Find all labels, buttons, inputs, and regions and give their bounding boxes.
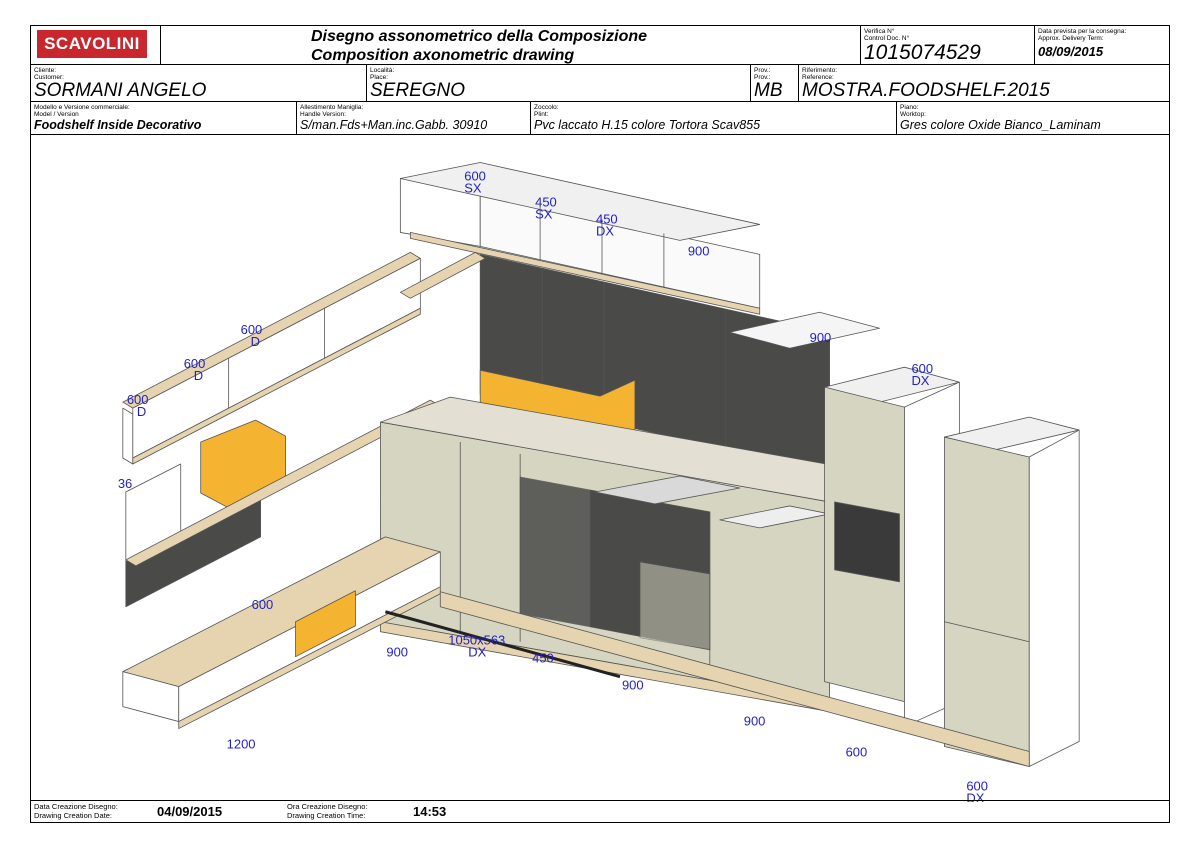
prov-value: MB [754, 80, 783, 101]
brand-text: SCAVOLINI [44, 34, 140, 53]
model-cell: Modello e Versione commerciale: Model / … [31, 102, 297, 134]
kitchen-axonometric-drawing: 600 SX 450 SX 450 DX 900 900 600 DX 600 … [118, 162, 1080, 802]
dim-shelf-600c: 600 [127, 392, 149, 407]
worktop-cell: Piano: Worktop: Gres colore Oxide Bianco… [897, 102, 1171, 134]
dim-column-600b: 600 [966, 778, 988, 793]
dim-base-600: 600 [846, 745, 868, 760]
delivery-date: 08/09/2015 [1038, 44, 1104, 59]
reference-label-it: Riferimento: [802, 67, 838, 74]
dimension-labels: 600 SX 450 SX 450 DX 900 900 600 DX 600 … [118, 169, 988, 802]
dim-shelf-600b-side: D [194, 368, 203, 383]
reference-label-en: Reference: [802, 74, 834, 81]
dim-top-box-900: 900 [810, 330, 832, 345]
time-label-it: Ora Creazione Disegno: [287, 802, 368, 811]
plinth-cell: Zoccolo: Plint: Pvc laccato H.15 colore … [531, 102, 897, 134]
customer-cell: Cliente: Customer: SORMANI ANGELO [31, 65, 367, 101]
upper-wall-cabinets [399, 162, 761, 315]
plinth-label-it: Zoccolo: [534, 104, 559, 111]
brand-logo: SCAVOLINI [37, 30, 147, 58]
dim-shelf-600a: 600 [241, 322, 263, 337]
top-box [729, 311, 880, 349]
footer-row: Data Creazione Disegno: Drawing Creation… [31, 800, 1169, 822]
dim-shelf-600a-side: D [251, 334, 260, 349]
worktop-value: Gres colore Oxide Bianco_Laminam [900, 118, 1101, 132]
plinth-value: Pvc laccato H.15 colore Tortora Scav855 [534, 118, 761, 132]
dim-shelf-600c-side: D [137, 404, 146, 419]
drawing-sheet: SCAVOLINI Disegno assonometrico della Co… [30, 25, 1170, 823]
tall-columns [824, 366, 1080, 767]
handle-value: S/man.Fds+Man.inc.Gabb. 30910 [300, 118, 488, 132]
customer-label-it: Cliente: [34, 67, 57, 74]
customer-label-en: Customer: [34, 74, 64, 81]
dim-base-900a: 900 [622, 678, 644, 693]
control-label-en: Control Doc. N° [864, 35, 910, 42]
floor-bar [384, 610, 621, 679]
prov-cell: Prov.: Prov.: MB [751, 65, 799, 101]
dim-base-900b: 900 [744, 714, 766, 729]
delivery-label-en: Approx. Delivery Term: [1038, 35, 1104, 42]
place-cell: Località: Place: SEREGNO [367, 65, 751, 101]
title-cell: Disegno assonometrico della Composizione… [161, 26, 861, 64]
creation-time: 14:53 [413, 804, 447, 819]
control-label-it: Verifica N° [864, 28, 895, 35]
dim-upper-450b: 450 [596, 211, 618, 226]
brand-cell: SCAVOLINI [31, 26, 161, 64]
dim-column-600b-side: DX [966, 790, 984, 802]
plinth [439, 591, 1030, 767]
worktop-label-it: Piano: [900, 104, 919, 111]
delivery-cell: Data prevista per la consegna: Approx. D… [1035, 26, 1171, 64]
dim-upper-600: 600 [464, 169, 486, 184]
dim-hood-side: DX [468, 645, 486, 660]
handle-label-it: Allestimento Maniglia: [300, 104, 364, 111]
place-label-it: Località: [370, 67, 395, 74]
prov-label-it: Prov.: [754, 67, 771, 74]
dim-bench-600: 600 [252, 597, 274, 612]
customer-row: Cliente: Customer: SORMANI ANGELO Locali… [31, 65, 1169, 102]
control-cell: Verifica N° Control Doc. N° 1015074529 [861, 26, 1035, 64]
dim-upper-600-side: SX [464, 180, 482, 195]
date-label-en: Drawing Creation Date: [34, 811, 112, 820]
model-label-en: Model / Version [34, 111, 79, 118]
dim-floor-900: 900 [386, 645, 408, 660]
reference-cell: Riferimento: Reference: MOSTRA.FOODSHELF… [799, 65, 1171, 101]
place-label-en: Place: [370, 74, 389, 81]
dim-upper-450b-side: DX [596, 223, 614, 238]
time-label-en: Drawing Creation Time: [287, 811, 366, 820]
dim-upper-450a-side: SX [535, 206, 553, 221]
dim-upper-900: 900 [688, 243, 710, 258]
handle-cell: Allestimento Maniglia: Handle Version: S… [297, 102, 531, 134]
dim-hood-1050x563: 1050x563 [448, 633, 505, 648]
handle-label-en: Handle Version: [300, 111, 346, 118]
dim-base-450: 450 [532, 651, 554, 666]
delivery-label-it: Data prevista per la consegna: [1038, 28, 1127, 35]
dim-column-600: 600 [911, 361, 933, 376]
dim-upper-450a: 450 [535, 194, 557, 209]
dim-shelf-600b: 600 [184, 356, 206, 371]
customer-name: SORMANI ANGELO [34, 80, 207, 101]
dim-shelf-36: 36 [118, 476, 132, 491]
control-number: 1015074529 [864, 41, 981, 64]
bottom-wooden-bench [122, 536, 441, 729]
specs-row: Modello e Versione commerciale: Model / … [31, 102, 1169, 135]
prov-label-en: Prov.: [754, 74, 771, 81]
date-label-it: Data Creazione Disegno: [34, 802, 118, 811]
plinth-label-en: Plint: [534, 111, 549, 118]
left-shelf-system [122, 251, 486, 608]
reference-value: MOSTRA.FOODSHELF.2015 [802, 80, 1050, 101]
base-cabinets [379, 396, 900, 712]
title-italian: Disegno assonometrico della Composizione [311, 28, 648, 45]
model-value: Foodshelf Inside Decorativo [34, 118, 202, 132]
dim-bench-1200: 1200 [227, 737, 256, 752]
worktop-label-en: Worktop: [900, 111, 926, 118]
place-value: SEREGNO [370, 80, 466, 101]
title-english: Composition axonometric drawing [311, 47, 575, 64]
creation-date: 04/09/2015 [157, 804, 223, 819]
dim-column-600-side: DX [911, 373, 929, 388]
model-label-it: Modello e Versione commerciale: [34, 104, 130, 111]
header-row: SCAVOLINI Disegno assonometrico della Co… [31, 26, 1169, 65]
